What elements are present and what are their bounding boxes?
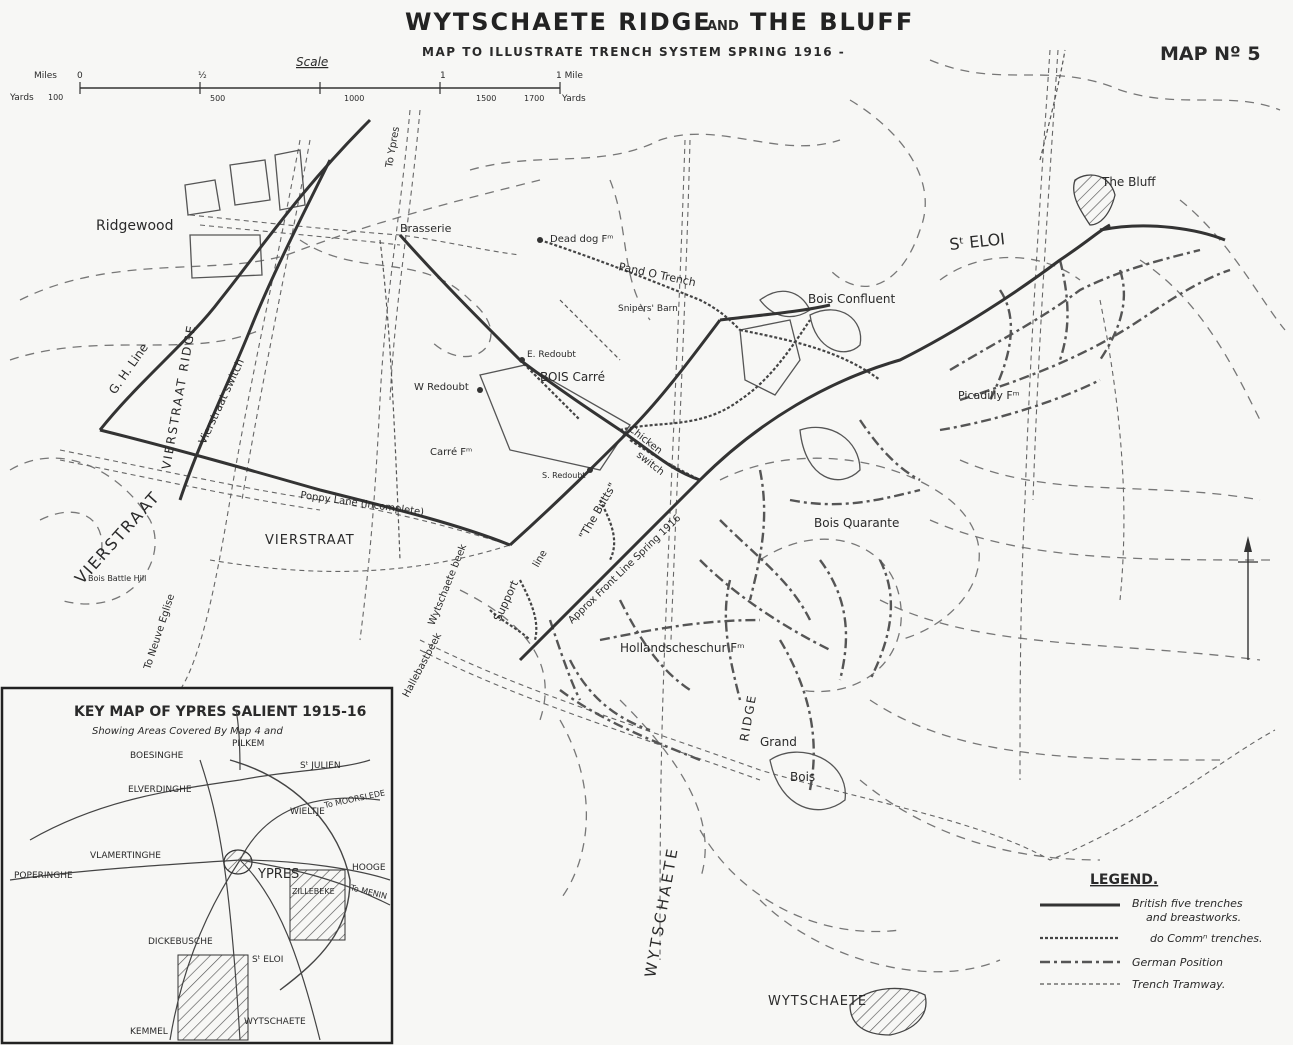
key-st-eloi: Sᵗ ELOI — [252, 955, 283, 965]
key-poperinghe: POPERINGHE — [14, 871, 73, 881]
legend-item-1: do Commⁿ trenches. — [1150, 932, 1263, 945]
label-wytschaete-town: WYTSCHAETE — [768, 994, 867, 1009]
map-title-a: WYTSCHAETE RIDGE — [405, 8, 712, 36]
key-kemmel: KEMMEL — [130, 1027, 168, 1037]
scale-mile-tick-2: 1 — [440, 71, 446, 81]
key-wieltje: WIELTJE — [290, 807, 325, 817]
label-support: Support — [491, 578, 521, 624]
scale-yard-tick-2: 1000 — [344, 94, 364, 103]
dead-dog-marker — [537, 237, 543, 243]
label-snipers-barn: Snipers' Barn — [618, 304, 678, 314]
label-gh-line: G. H. Line — [106, 341, 151, 397]
map-title-and: AND — [707, 19, 739, 34]
label-ridge-small: RIDGE — [737, 693, 759, 743]
label-piccadilly: Picadilly Fᵐ — [958, 389, 1020, 402]
label-bois: Bois — [790, 770, 815, 784]
label-grand: Grand — [760, 735, 797, 749]
label-poppy-lane: Poppy Lane (Incomplete) — [300, 490, 425, 518]
wytschaete-town-shape — [849, 987, 927, 1036]
key-wytschaete: WYTSCHAETE — [244, 1017, 306, 1027]
label-ridgewood: Ridgewood — [96, 218, 173, 234]
label-to-neuve-eglise: To Neuve Eglise — [142, 593, 177, 672]
scale-yard-tick-3: 1500 — [476, 94, 496, 103]
trench-tramways — [379, 49, 1066, 561]
legend-item-0b: and breastworks. — [1146, 911, 1241, 924]
scale-yards-label: Yards — [9, 93, 34, 103]
label-s-redoubt: S. Redoubt — [542, 471, 586, 480]
label-wytschaete-ridge: WYTSCHAETE — [641, 845, 682, 979]
key-vlamertinghe: VLAMERTINGHE — [90, 851, 161, 861]
legend-title: LEGEND. — [1090, 872, 1158, 888]
label-carre-fm: Carré Fᵐ — [430, 446, 472, 458]
label-the-bluff: The Bluff — [1101, 175, 1156, 189]
label-hollandscheschur: Hollandscheschur Fᵐ — [620, 641, 745, 655]
scale-yard-tick-0: 100 — [48, 93, 63, 102]
scale-yard-tick-4: 1700 — [524, 94, 544, 103]
label-w-redoubt: W Redoubt — [414, 382, 469, 393]
label-wytschaete-beek: Wytschaete beek — [427, 543, 470, 628]
key-ypres: YPRES — [257, 867, 299, 882]
british-trenches — [98, 118, 1226, 662]
e-redoubt-marker — [519, 357, 525, 363]
label-vierstraat-switch: Vierstraat switch — [196, 357, 247, 446]
label-switch: switch — [634, 450, 666, 478]
label-line: line — [531, 548, 550, 569]
label-vierstraat-big: VIERSTRAAT — [71, 487, 164, 588]
label-bois-carre: BOIS Carré — [540, 370, 605, 384]
scale-mile-tick-0: 0 — [77, 71, 83, 81]
scale-yard-tick-1: 500 — [210, 94, 225, 103]
scale-bar: Scale Miles Yards 0 ½ 1 1 Mile 100 500 1… — [9, 55, 586, 104]
legend: LEGEND. British five trenches and breast… — [1040, 872, 1263, 991]
w-redoubt-marker — [477, 387, 483, 393]
map-title-b: THE BLUFF — [750, 8, 914, 36]
label-bois-battle: Bois Battle Hill — [88, 574, 146, 583]
roads — [59, 49, 1276, 961]
key-pilkem: PILKEM — [232, 739, 264, 749]
map-subtitle: MAP TO ILLUSTRATE TRENCH SYSTEM SPRING 1… — [422, 45, 845, 59]
label-st-eloi: Sᵗ ELOI — [948, 229, 1005, 254]
label-to-ypres: To Ypres — [384, 126, 402, 170]
label-pand-o-trench: Pand O Trench — [617, 260, 697, 289]
keymap-subtitle: Showing Areas Covered By Map 4 and — [92, 726, 283, 737]
label-bois-quarante: Bois Quarante — [814, 516, 899, 530]
key-st-julien: Sᵗ JULIEN — [300, 761, 341, 771]
label-bois-confluent: Bois Confluent — [808, 292, 895, 306]
s-redoubt-marker — [587, 467, 593, 473]
key-hooge: HOOGE — [352, 863, 386, 873]
scale-miles-label: Miles — [34, 71, 57, 81]
german-positions — [548, 248, 1231, 791]
key-elverdinghe: ELVERDINGHE — [128, 785, 192, 795]
map-number: MAP Nº 5 — [1160, 43, 1261, 65]
label-dead-dog: Dead dog Fᵐ — [550, 234, 613, 245]
key-dickebusch: DICKEBUSCHE — [148, 937, 213, 947]
keymap-title: KEY MAP OF YPRES SALIENT 1915-16 — [74, 704, 366, 720]
key-boesinghe: BOESINGHE — [130, 751, 184, 761]
the-bluff-marker — [1073, 174, 1116, 226]
legend-item-2: German Position — [1132, 956, 1223, 969]
label-the-butts: "The Butts" — [576, 480, 619, 541]
scale-title: Scale — [296, 55, 328, 69]
north-arrow-icon — [1238, 536, 1258, 660]
legend-item-0: British five trenches — [1132, 897, 1243, 910]
scale-miles-end: 1 Mile — [556, 71, 583, 81]
scale-yards-end: Yards — [561, 94, 586, 104]
key-map-inset: KEY MAP OF YPRES SALIENT 1915-16 Showing… — [0, 686, 394, 1045]
scale-mile-tick-1: ½ — [198, 71, 207, 81]
label-brasserie: Brasserie — [400, 222, 452, 235]
legend-item-3: Trench Tramway. — [1132, 978, 1225, 991]
key-zillebeke: ZILLEBEKE — [292, 887, 335, 896]
label-e-redoubt: E. Redoubt — [527, 350, 576, 360]
label-vierstraat: VIERSTRAAT — [265, 533, 355, 548]
contour-lines — [9, 59, 1286, 973]
